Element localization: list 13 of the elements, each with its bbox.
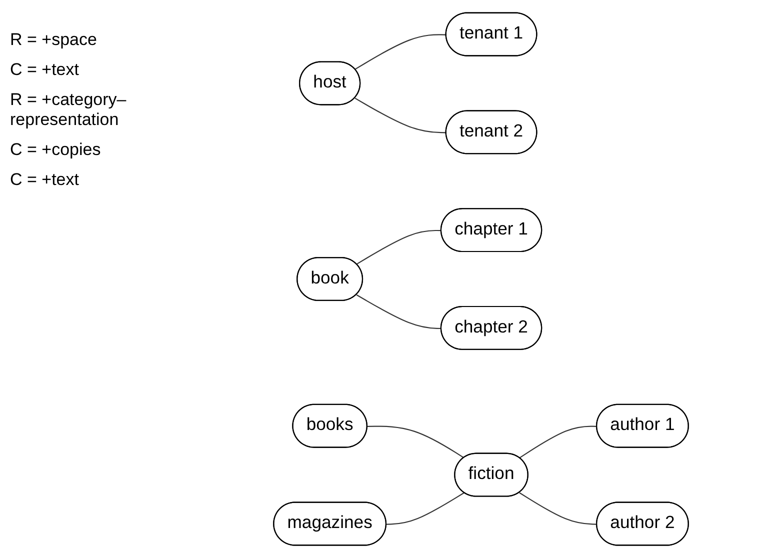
connector [386,492,464,525]
note-label: R = +space [10,30,98,50]
connector [354,34,446,70]
connector [518,426,597,458]
note-label: C = +copies [10,140,102,160]
connector [356,294,442,330]
note-label: R = +category– representation [10,90,128,130]
connector [354,98,446,134]
connector [518,492,597,525]
note-label: C = +text [10,170,80,190]
note-label: C = +text [10,60,80,80]
connector [366,426,464,458]
connector [356,230,442,265]
